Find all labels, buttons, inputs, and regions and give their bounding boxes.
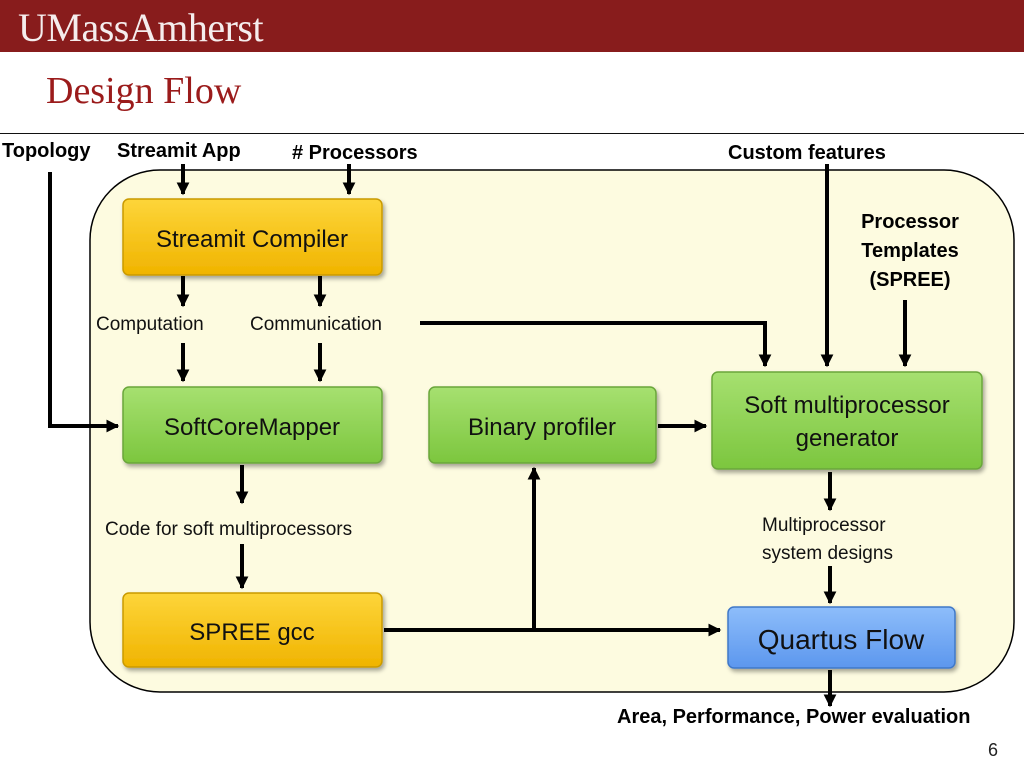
mp-system-designs-line1: Multiprocessor — [762, 515, 886, 536]
umass-amherst-logo: UMassAmherst — [18, 5, 264, 50]
code-for-soft-mp-label: Code for soft multiprocessors — [105, 519, 352, 540]
processor-templates-line3: (SPREE) — [869, 269, 950, 291]
spree-gcc-label: SPREE gcc — [189, 619, 314, 646]
spree-gcc-box: SPREE gcc — [122, 592, 383, 668]
computation-label: Computation — [96, 314, 204, 335]
processor-templates-line1: Processor — [861, 211, 959, 233]
streamit-app-input-label: Streamit App — [117, 140, 241, 162]
processor-templates-line2: Templates — [861, 240, 958, 262]
communication-label: Communication — [250, 314, 382, 335]
quartus-flow-box: Quartus Flow — [727, 606, 956, 669]
arrow-communication-to-generator — [420, 321, 772, 368]
binary-profiler-label: Binary profiler — [468, 414, 616, 441]
generator-label-line1: Soft multiprocessor — [744, 392, 949, 419]
mp-system-designs-line2: system designs — [762, 543, 893, 564]
flow-arrows — [48, 164, 912, 708]
page-number: 6 — [987, 740, 998, 760]
slide-title: Design Flow — [46, 70, 242, 112]
softcoremapper-box: SoftCoreMapper — [122, 386, 383, 464]
softcoremapper-label: SoftCoreMapper — [164, 414, 340, 441]
processors-input-label: # Processors — [292, 142, 418, 164]
output-evaluation-label: Area, Performance, Power evaluation — [617, 706, 970, 728]
quartus-flow-label: Quartus Flow — [758, 624, 925, 655]
streamit-compiler-box: Streamit Compiler — [122, 198, 383, 276]
soft-multiprocessor-generator-box: Soft multiprocessor generator — [711, 371, 983, 470]
streamit-compiler-label: Streamit Compiler — [156, 226, 348, 253]
arrow-topology-to-mapper — [48, 172, 120, 433]
topology-input-label: Topology — [2, 140, 91, 162]
binary-profiler-box: Binary profiler — [428, 386, 657, 464]
generator-label-line2: generator — [796, 425, 899, 452]
custom-features-input-label: Custom features — [728, 142, 886, 164]
title-divider — [0, 133, 1024, 134]
header-banner: UMassAmherst — [0, 0, 1024, 52]
